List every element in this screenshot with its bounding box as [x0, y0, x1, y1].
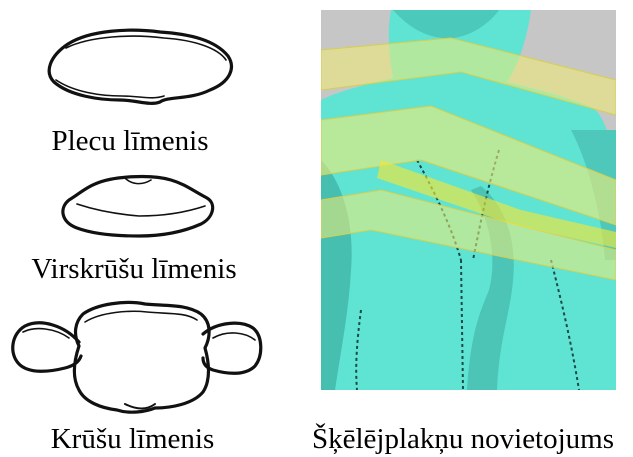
chest-level-caption: Krūšu līmenis	[40, 422, 225, 456]
above-chest-level-outline	[55, 170, 220, 245]
above-chest-level-caption: Virskrūšu līmenis	[18, 252, 250, 286]
shoulder-level-outline	[40, 20, 240, 110]
shoulder-level-caption: Plecu līmenis	[45, 124, 215, 158]
chest-level-outline	[5, 292, 267, 422]
body-scan-image	[321, 10, 616, 390]
slicing-planes-caption: Šķēlējplakņu novietojums	[295, 422, 631, 456]
